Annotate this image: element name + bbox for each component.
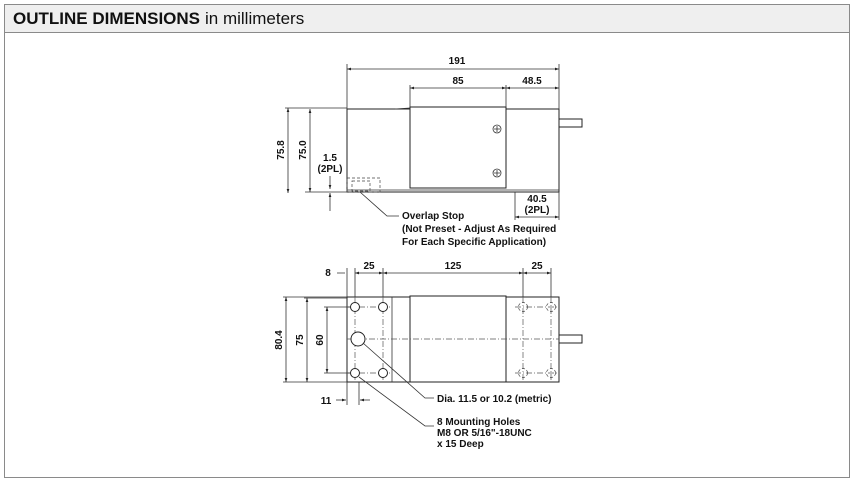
overlap-stop-leader bbox=[359, 191, 399, 217]
center-hole-note: Dia. 11.5 or 10.2 (metric) bbox=[437, 394, 552, 405]
dim-75-0: 75.0 bbox=[298, 140, 309, 160]
mounting-hole-icon bbox=[350, 302, 556, 378]
dim-1-5: 1.5 bbox=[323, 153, 337, 164]
outline-dimensions-panel: OUTLINE DIMENSIONS in millimeters bbox=[4, 4, 850, 478]
mounting-holes-note: x 15 Deep bbox=[437, 439, 484, 450]
bottom-view: 8 25 125 25 80.4 75 60 11 Dia. 11.5 or 1… bbox=[274, 261, 583, 450]
screw-icon bbox=[492, 168, 502, 178]
dim-25-left: 25 bbox=[363, 261, 375, 272]
mounting-holes-note: 8 Mounting Holes bbox=[437, 417, 521, 428]
panel-header: OUTLINE DIMENSIONS in millimeters bbox=[5, 5, 849, 33]
dim-40-5: 40.5 bbox=[527, 194, 547, 205]
dim-191: 191 bbox=[449, 56, 466, 67]
mounting-holes-note: M8 OR 5/16"-18UNC bbox=[437, 428, 532, 439]
dim-85: 85 bbox=[452, 76, 464, 87]
cable-shaft bbox=[558, 334, 583, 344]
overlap-stop-note: (Not Preset - Adjust As Required bbox=[402, 224, 556, 235]
dim-1-5-note: (2PL) bbox=[318, 164, 343, 175]
dim-40-5-note: (2PL) bbox=[525, 205, 550, 216]
dim-60: 60 bbox=[315, 334, 326, 346]
dim-48-5: 48.5 bbox=[522, 76, 542, 87]
center-block bbox=[409, 106, 507, 189]
center-hole-leader bbox=[362, 342, 434, 399]
dim-125: 125 bbox=[445, 261, 462, 272]
header-subtitle: in millimeters bbox=[205, 8, 305, 28]
dim-25-right: 25 bbox=[531, 261, 543, 272]
dim-11: 11 bbox=[321, 396, 332, 407]
mounting-holes-leader bbox=[358, 376, 434, 427]
header-title: OUTLINE DIMENSIONS bbox=[13, 8, 201, 28]
dim-8: 8 bbox=[325, 268, 331, 279]
screw-icon bbox=[492, 124, 502, 134]
overlap-stop-note: For Each Specific Application) bbox=[402, 237, 546, 248]
cable-shaft bbox=[558, 118, 583, 128]
overlap-stop-label: Overlap Stop bbox=[402, 211, 464, 222]
dim-75-8: 75.8 bbox=[276, 140, 287, 160]
overlap-stop-outline bbox=[346, 177, 381, 193]
dim-75: 75 bbox=[295, 334, 306, 346]
top-view: 191 85 48.5 75.8 75.0 1.5 (2PL) 40.5 (2P… bbox=[276, 56, 583, 248]
dim-80-4: 80.4 bbox=[274, 330, 285, 350]
